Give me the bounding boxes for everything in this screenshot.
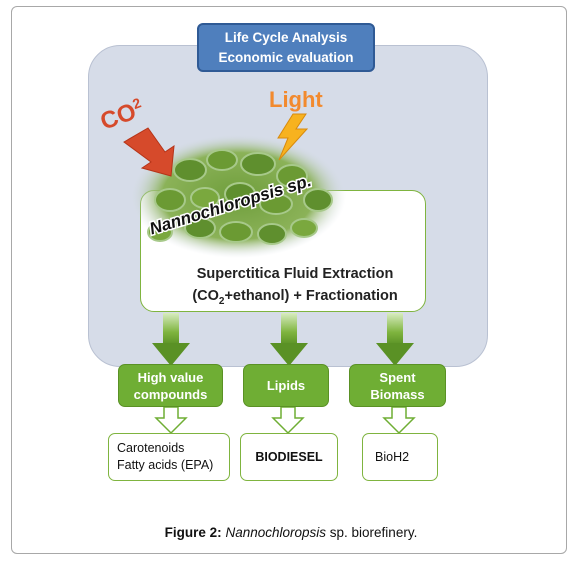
process-line2: (CO2+ethanol) + Fractionation	[192, 288, 398, 307]
lca-header-box: Life Cycle Analysis Economic evaluation	[197, 23, 375, 72]
header-line2: Economic evaluation	[218, 50, 354, 65]
light-label: Light	[269, 87, 323, 112]
header-line1: Life Cycle Analysis	[224, 30, 348, 45]
arrow-to-biodiesel	[271, 406, 305, 435]
lightning-bolt-icon	[277, 113, 309, 161]
product-biodiesel: BIODIESEL	[240, 433, 338, 481]
process-label: Superctitica Fluid Extraction (CO2+ethan…	[170, 263, 420, 313]
co2-label: CO2	[96, 94, 147, 135]
figure-caption: Figure 2: Nannochloropsis sp. biorefiner…	[164, 525, 418, 540]
arrow-to-lipids	[270, 313, 308, 366]
co2-arrow	[123, 127, 175, 177]
arrow-to-carotenoids	[154, 406, 188, 435]
product-bioh2: BioH2	[362, 433, 438, 481]
arrow-to-high-value	[152, 313, 190, 366]
arrow-to-bioh2	[382, 406, 416, 435]
product-carotenoids: Carotenoids Fatty acids (EPA)	[108, 433, 230, 481]
figure-frame	[11, 6, 567, 554]
arrow-to-spent-biomass	[376, 313, 414, 366]
microalgae-image	[130, 134, 346, 258]
fraction-lipids: Lipids	[243, 364, 329, 407]
process-line1: Superctitica Fluid Extraction	[196, 266, 394, 282]
